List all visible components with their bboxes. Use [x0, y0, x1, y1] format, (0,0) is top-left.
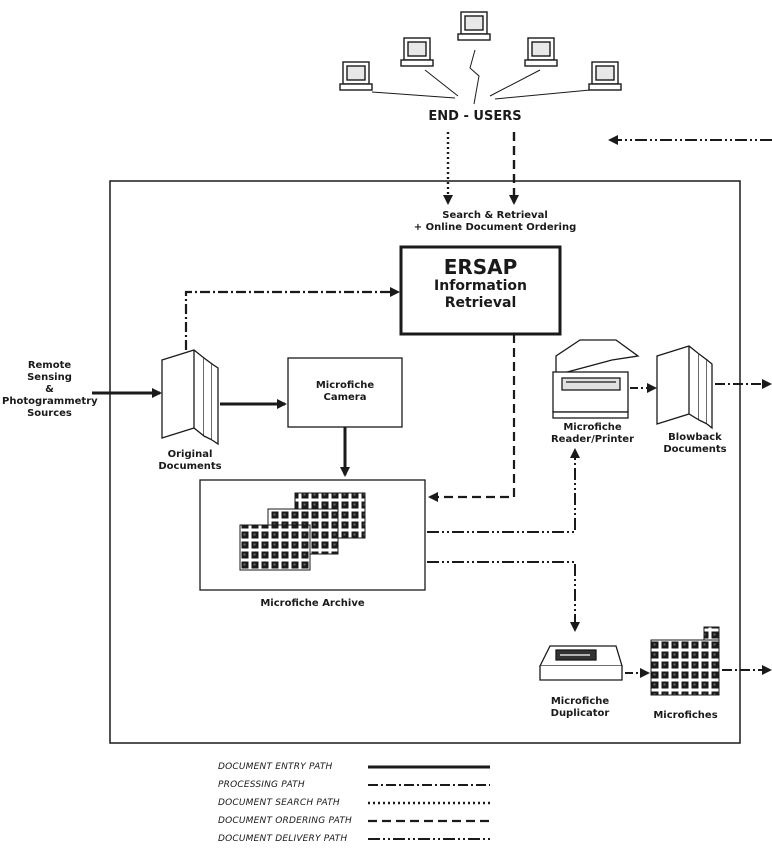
legend-row-processing: PROCESSING PATH [0, 778, 772, 796]
legend-row-ordering: DOCUMENT ORDERING PATH [0, 814, 772, 832]
end-user-terminals [339, 11, 622, 91]
delivery-path-swatch [368, 838, 490, 840]
legend-row-search: DOCUMENT SEARCH PATH [0, 796, 772, 814]
ersap-title: ERSAP Information Retrieval [401, 256, 560, 312]
search-retrieval-label: Search & Retrieval + Online Document Ord… [380, 210, 610, 234]
duplicator-line: Microfiche [550, 696, 610, 707]
terminal-icon [339, 61, 373, 91]
microfiches-label: Microfiches [653, 710, 718, 721]
search-path-swatch [368, 801, 490, 805]
legend-row-entry: DOCUMENT ENTRY PATH [0, 760, 772, 778]
microfiche-archive-label: Microfiche Archive [260, 598, 365, 609]
blowback-documents-label: Blowback Documents [655, 432, 735, 456]
ersap-box [399, 245, 562, 336]
microfiche-camera-box [287, 357, 403, 428]
search-retrieval-line: Search & Retrieval [442, 210, 548, 221]
delivery-path-to-reader [427, 448, 580, 533]
ersap-line: ERSAP [443, 255, 518, 279]
legend-label: DOCUMENT DELIVERY PATH [218, 834, 348, 844]
camera-line: Microfiche [315, 380, 375, 391]
remote-sensing-line: Remote [27, 360, 72, 371]
duplicator-icon [538, 645, 623, 681]
entry-path-swatch [368, 765, 490, 769]
legend-label: DOCUMENT SEARCH PATH [218, 798, 340, 808]
original-line: Original [167, 449, 213, 460]
remote-sensing-line: Sensing [27, 372, 72, 383]
blowback-line: Blowback [668, 432, 722, 443]
book-icon [656, 345, 713, 430]
ordering-path-to-archive [428, 334, 516, 502]
blowback-line: Documents [663, 444, 727, 455]
system-boundary-frame [109, 180, 741, 744]
terminal-icon [457, 11, 491, 41]
legend-label: DOCUMENT ENTRY PATH [218, 762, 333, 772]
online-ordering-line: + Online Document Ordering [413, 222, 577, 233]
end-users-label: END - USERS [428, 109, 522, 124]
documents-line: Documents [158, 461, 222, 472]
remote-sensing-line: Photogrammetry [2, 396, 98, 407]
duplicator-label: Microfiche Duplicator [535, 696, 625, 720]
legend-row-delivery: DOCUMENT DELIVERY PATH [0, 832, 772, 850]
processing-path-to-ersap [184, 287, 400, 350]
microfiches-icon [650, 626, 720, 696]
legend-label: PROCESSING PATH [218, 780, 305, 790]
camera-line: Camera [323, 392, 367, 403]
terminal-icon [588, 61, 622, 91]
book-icon [161, 349, 219, 446]
terminal-icon [400, 37, 434, 67]
remote-sensing-line: Sources [27, 408, 72, 419]
reader-line: Microfiche [563, 422, 622, 433]
processing-path-swatch [368, 784, 490, 786]
microfiche-camera-label: Microfiche Camera [288, 380, 402, 404]
reader-printer-label: Microfiche Reader/Printer [545, 422, 640, 446]
duplicator-line: Duplicator [550, 708, 610, 719]
reader-line: Reader/Printer [550, 434, 635, 445]
legend-label: DOCUMENT ORDERING PATH [218, 816, 353, 826]
reader-printer-icon [552, 339, 640, 419]
terminal-icon [524, 37, 558, 67]
remote-sensing-line: & [45, 384, 54, 395]
remote-sensing-label: Remote Sensing & Photogrammetry Sources [2, 360, 98, 420]
information-line: Information [434, 278, 527, 294]
network-lines [371, 49, 591, 105]
retrieval-line: Retrieval [444, 295, 517, 311]
microfiche-stack-icon [239, 492, 366, 571]
ordering-path-swatch [368, 819, 490, 823]
delivery-path-to-duplicator [427, 561, 580, 632]
original-documents-label: Original Documents [150, 449, 230, 473]
